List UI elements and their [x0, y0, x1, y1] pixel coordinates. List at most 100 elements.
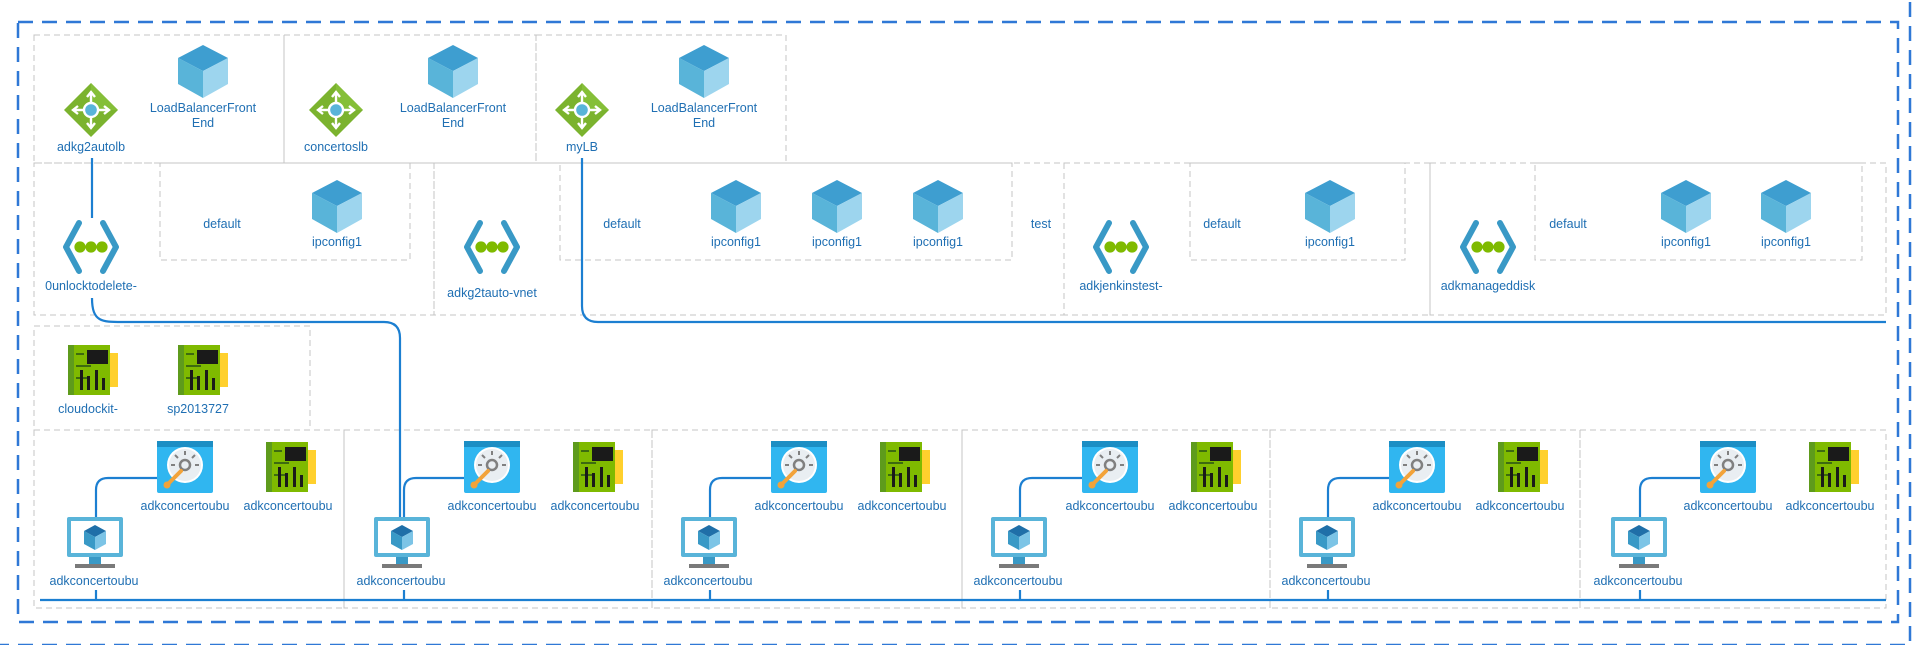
- nic-label: adkconcertoubu: [1476, 499, 1565, 513]
- frontend-ip-icon[interactable]: [178, 45, 228, 98]
- frontend-label-text: LoadBalancerFront: [400, 101, 507, 115]
- ipconfig-icon[interactable]: [913, 180, 963, 233]
- disk-label: adkconcertoubu: [755, 499, 844, 513]
- vm-group-4: [961, 429, 1271, 609]
- vm-group-1: [33, 429, 345, 609]
- load-balancer-icon[interactable]: [62, 81, 120, 139]
- frontend-label-text: LoadBalancerFront: [651, 101, 758, 115]
- subnet-default-1: [159, 162, 411, 261]
- lb-label: concertoslb: [304, 140, 368, 154]
- ipconfig-label: ipconfig1: [812, 235, 862, 249]
- virtual-machine-icon[interactable]: [681, 517, 737, 568]
- nic-label: adkconcertoubu: [551, 499, 640, 513]
- network-interface-icon[interactable]: [1808, 441, 1860, 493]
- vnet-label: adkg2tauto-vnet: [447, 286, 537, 300]
- ipconfig-label: ipconfig1: [711, 235, 761, 249]
- frontend-label-text-cont: End: [442, 116, 464, 130]
- managed-disk-icon[interactable]: [769, 439, 829, 495]
- vm-group-4-items: adkconcertoubu adkconcertoubu adkconcert…: [974, 439, 1258, 588]
- nic-label: adkconcertoubu: [244, 499, 333, 513]
- frontend-label-text-cont: End: [192, 116, 214, 130]
- managed-disk-icon[interactable]: [462, 439, 522, 495]
- vnet-label: 0unlocktodelete-: [45, 279, 137, 293]
- network-interface-icon[interactable]: [1497, 441, 1549, 493]
- nic-label: adkconcertoubu: [1169, 499, 1258, 513]
- frontend-label-text-cont: End: [693, 116, 715, 130]
- subnet-label: default: [1203, 217, 1241, 231]
- ipconfig-label: ipconfig1: [1305, 235, 1355, 249]
- load-balancer-icon[interactable]: [553, 81, 611, 139]
- virtual-machine-icon[interactable]: [374, 517, 430, 568]
- vm-group-5: [1269, 429, 1581, 609]
- ipconfig-label: ipconfig1: [913, 235, 963, 249]
- vm-group-6: [1579, 429, 1887, 609]
- connector-vm4: [1018, 476, 1082, 600]
- subnet-default-4: [1534, 162, 1863, 261]
- managed-disk-icon[interactable]: [1080, 439, 1140, 495]
- nic-label: adkconcertoubu: [1786, 499, 1875, 513]
- vm-label: adkconcertoubu: [974, 574, 1063, 588]
- ipconfig-icon[interactable]: [711, 180, 761, 233]
- subnet-default-3: [1189, 162, 1406, 261]
- load-balancer-icon[interactable]: [307, 81, 365, 139]
- managed-disk-icon[interactable]: [155, 439, 215, 495]
- vm-group-2: [343, 429, 653, 609]
- connector-vm2: [402, 476, 466, 600]
- vm-label: adkconcertoubu: [1282, 574, 1371, 588]
- ipconfig-icon[interactable]: [1305, 180, 1355, 233]
- vm-label: adkconcertoubu: [50, 574, 139, 588]
- virtual-machine-icon[interactable]: [67, 517, 123, 568]
- virtual-machine-icon[interactable]: [1299, 517, 1355, 568]
- subnet-label: default: [203, 217, 241, 231]
- disk-label: adkconcertoubu: [1066, 499, 1155, 513]
- lb-label: myLB: [566, 140, 598, 154]
- disk-label: adkconcertoubu: [448, 499, 537, 513]
- ipconfig-label: ipconfig1: [312, 235, 362, 249]
- subnet-label: default: [1549, 217, 1587, 231]
- virtual-network-icon[interactable]: [467, 223, 517, 271]
- vm-group-3-items: adkconcertoubu adkconcertoubu adkconcert…: [664, 439, 947, 588]
- ipconfig-label: ipconfig1: [1661, 235, 1711, 249]
- vnet-label: adkmanageddisk: [1441, 279, 1536, 293]
- nic-label: sp2013727: [167, 402, 229, 416]
- ipconfig-icon[interactable]: [1761, 180, 1811, 233]
- connector-vm3: [708, 476, 772, 600]
- disk-label: adkconcertoubu: [141, 499, 230, 513]
- vm-group-3: [651, 429, 963, 609]
- nic-label: cloudockit-: [58, 402, 118, 416]
- frontend-ip-icon[interactable]: [428, 45, 478, 98]
- network-interface-icon[interactable]: [265, 441, 317, 493]
- ipconfig-icon[interactable]: [812, 180, 862, 233]
- network-interface-icon[interactable]: [879, 441, 931, 493]
- network-interface-icon[interactable]: [1190, 441, 1242, 493]
- virtual-machine-icon[interactable]: [991, 517, 1047, 568]
- virtual-network-icon[interactable]: [1096, 223, 1146, 271]
- vm-group-1-items: adkconcertoubu adkconcertoubu adkconcert…: [50, 439, 333, 588]
- network-interface-icon[interactable]: [67, 344, 119, 396]
- subnet-test-label: test: [1031, 217, 1052, 231]
- frontend-ip-icon[interactable]: [679, 45, 729, 98]
- ipconfig-icon[interactable]: [312, 180, 362, 233]
- managed-disk-icon[interactable]: [1698, 439, 1758, 495]
- virtual-machine-icon[interactable]: [1611, 517, 1667, 568]
- ipconfig-icon[interactable]: [1661, 180, 1711, 233]
- managed-disk-icon[interactable]: [1387, 439, 1447, 495]
- nic-label: adkconcertoubu: [858, 499, 947, 513]
- vm-group-2-items: adkconcertoubu adkconcertoubu adkconcert…: [357, 439, 640, 588]
- virtual-network-icon[interactable]: [66, 223, 116, 271]
- lb-label: adkg2autolb: [57, 140, 125, 154]
- ipconfig-label: ipconfig1: [1761, 235, 1811, 249]
- connector-vnet1-vm2: [90, 297, 402, 522]
- virtual-network-icon[interactable]: [1463, 223, 1513, 271]
- network-interface-icon[interactable]: [177, 344, 229, 396]
- network-interface-icon[interactable]: [572, 441, 624, 493]
- connector-vm5: [1326, 476, 1390, 600]
- connector-vm6: [1638, 476, 1702, 600]
- vm-group-5-items: adkconcertoubu adkconcertoubu adkconcert…: [1282, 439, 1565, 588]
- connector-vm1: [94, 476, 158, 600]
- vm-label: adkconcertoubu: [664, 574, 753, 588]
